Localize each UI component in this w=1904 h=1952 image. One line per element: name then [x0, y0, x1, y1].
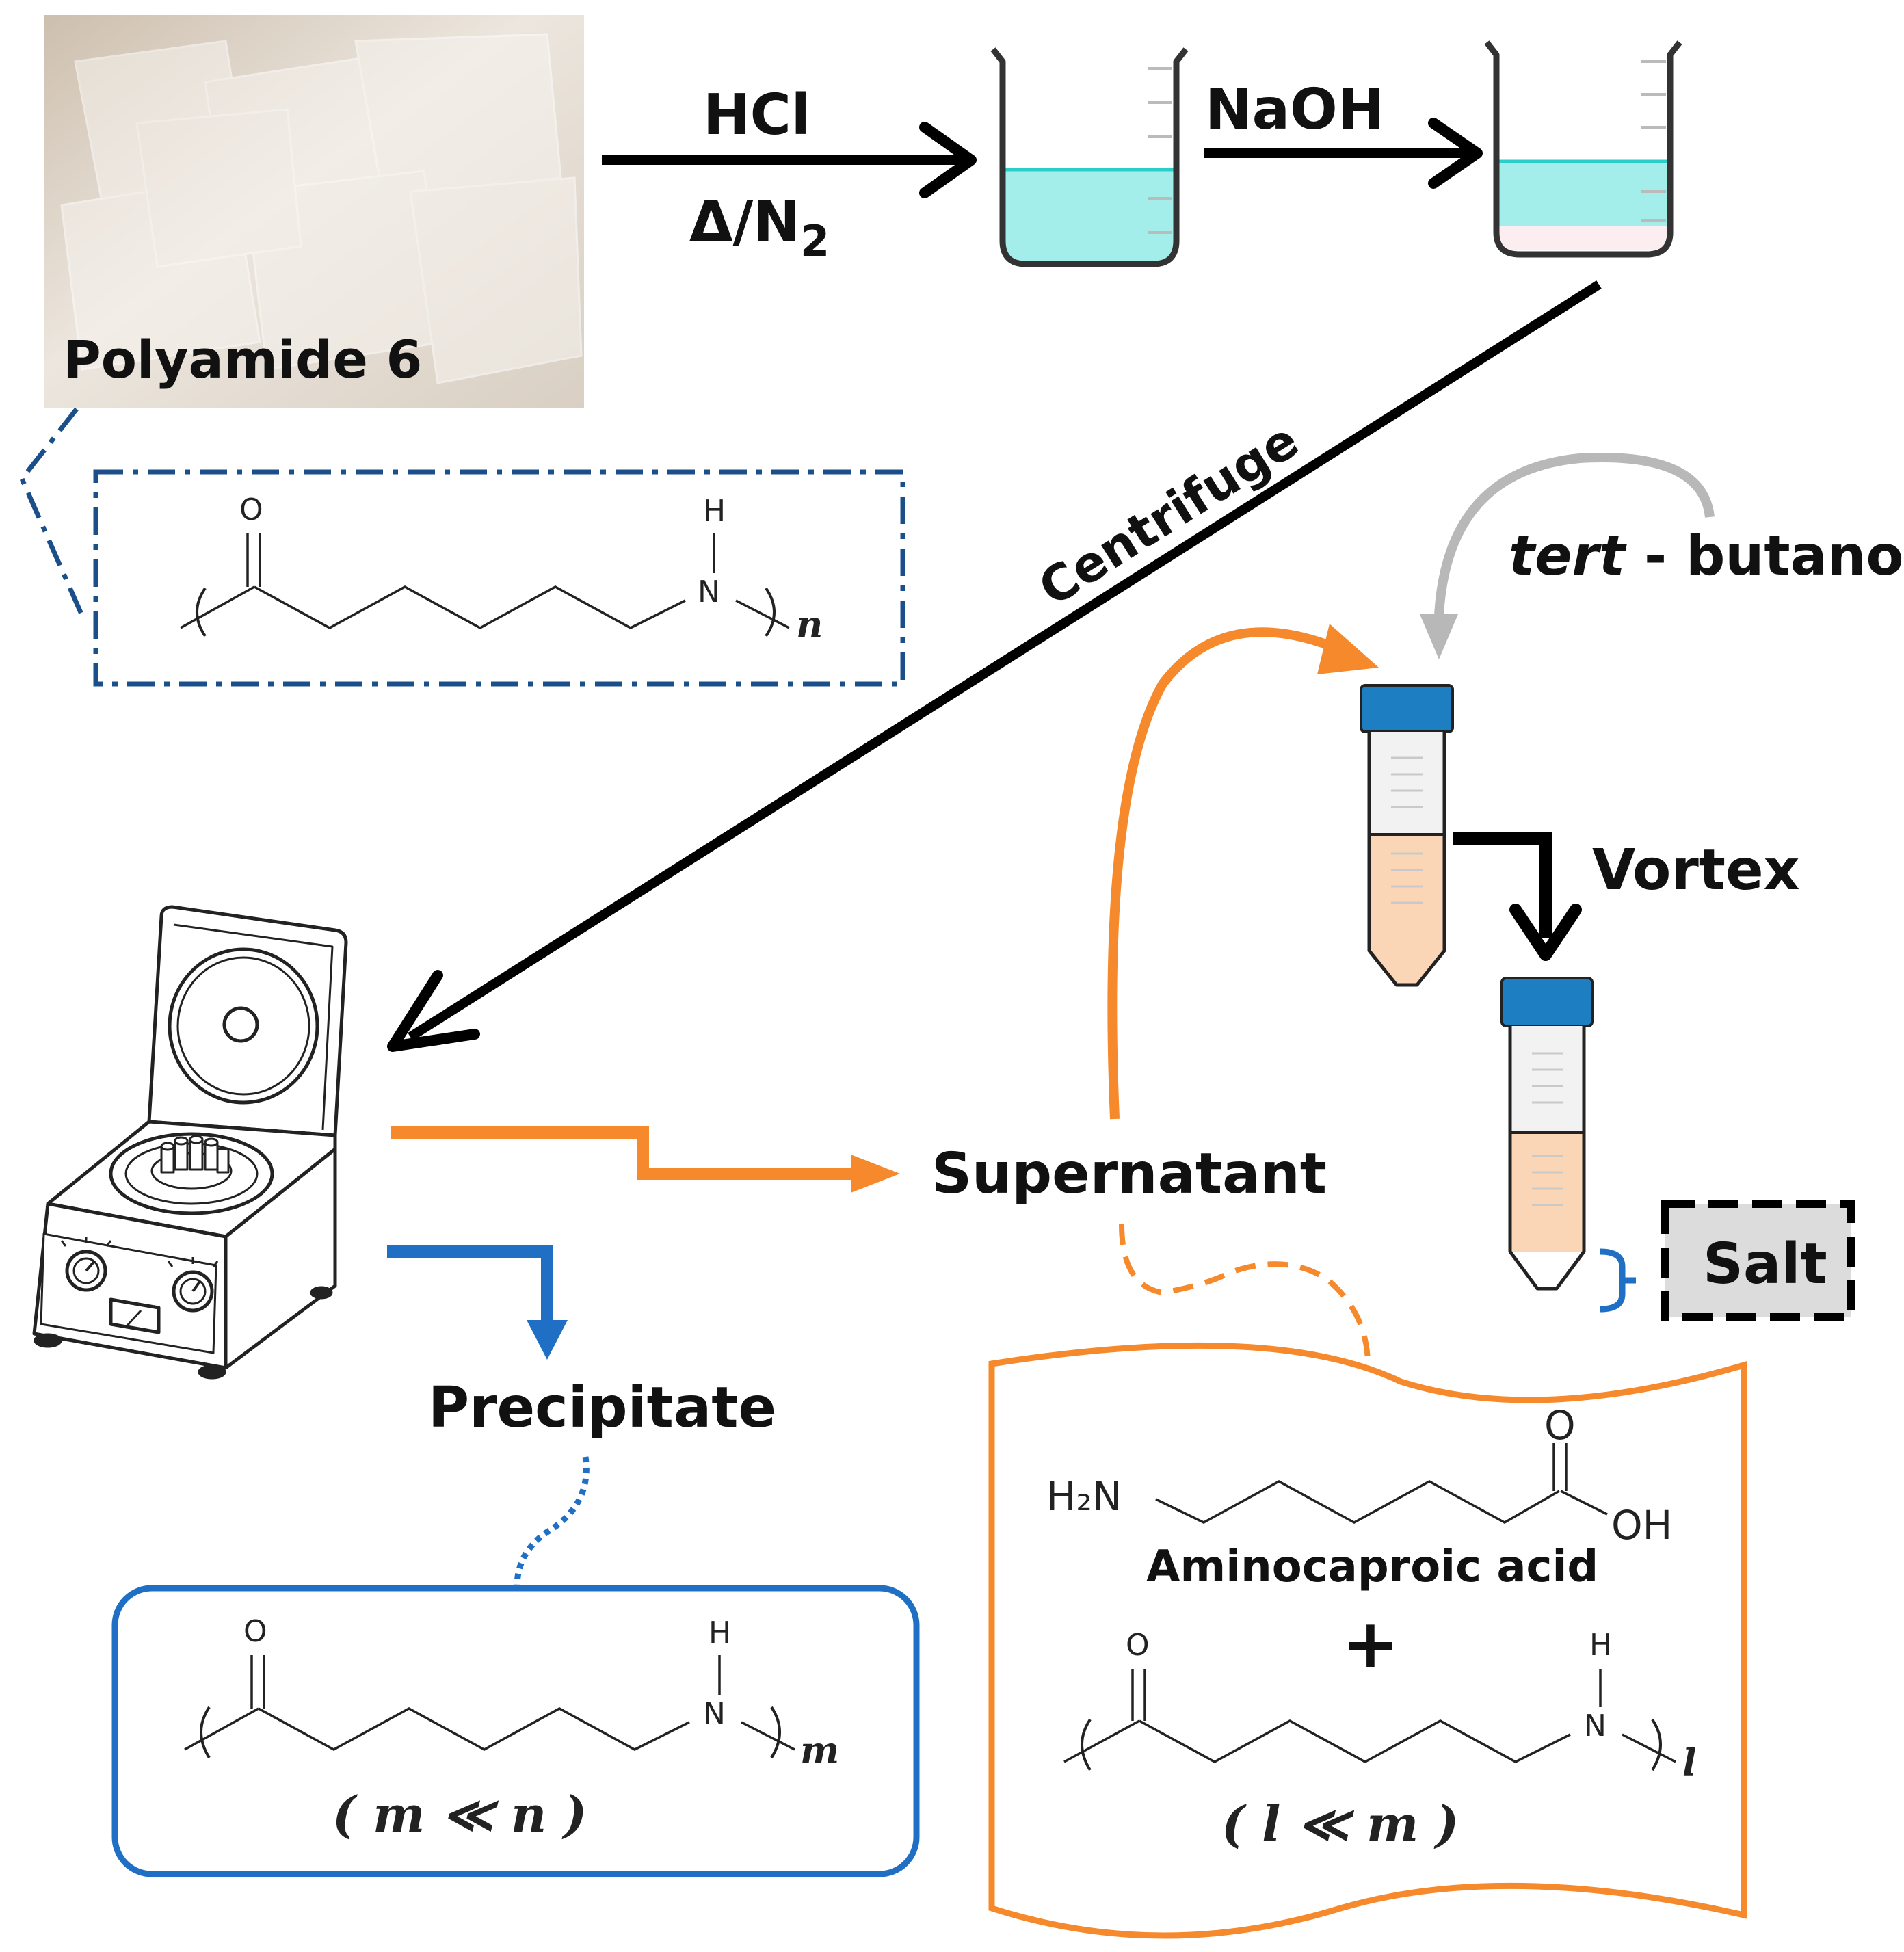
precipitate-arrow: Precipitate — [387, 1245, 776, 1440]
vortex-step: Vortex — [1453, 832, 1799, 961]
plus-sign: + — [1342, 1604, 1399, 1684]
oligo-condition: ( l ≪ m ) — [1221, 1795, 1459, 1853]
tube2-cap — [1500, 977, 1594, 1027]
acid-oh: OH — [1611, 1502, 1672, 1548]
precipitate-label: Precipitate — [428, 1375, 776, 1440]
salt-bracket — [1600, 1248, 1636, 1313]
precipitate-o: O — [243, 1614, 267, 1649]
pa6-structure: O N H n — [93, 469, 905, 687]
supernatant-contents: H₂N O OH Aminocaproic acid + O N H l ( l… — [988, 1342, 1747, 1939]
hcl-step: HCl Δ/N2 — [602, 83, 977, 266]
hcl-label: HCl — [703, 83, 810, 148]
naoh-step: NaOH — [1204, 77, 1483, 189]
oligo-h: H — [1589, 1628, 1612, 1663]
supernatant-to-tube-arrow — [1107, 624, 1379, 1120]
pa6-subscript: n — [796, 603, 823, 646]
oligo-n: N — [1584, 1709, 1606, 1743]
naoh-label: NaOH — [1205, 77, 1384, 142]
supernatant-box — [988, 1342, 1747, 1939]
heat-n2-label: Δ/N2 — [689, 189, 830, 266]
supernatant-arrow: Supernatant — [391, 1126, 1327, 1206]
tert-butanol-label: tert - butanol — [1509, 524, 1904, 588]
precipitate-box — [111, 1585, 920, 1877]
precipitate-subscript: m — [800, 1728, 839, 1772]
aminocaproic-acid-label: Aminocaproic acid — [1146, 1542, 1598, 1592]
acid-o: O — [1544, 1402, 1576, 1449]
photo-callout-lines — [18, 407, 85, 617]
oligo-subscript: l — [1682, 1741, 1697, 1784]
tube-after-vortex — [1500, 977, 1636, 1313]
centrifuge-machine — [32, 905, 348, 1380]
beaker-acid — [990, 47, 1189, 267]
pa6-o: O — [239, 492, 263, 527]
tube1-liquid — [1369, 834, 1444, 985]
tube1-cap — [1360, 684, 1454, 733]
supernatant-label: Supernatant — [931, 1142, 1327, 1206]
oligo-o: O — [1126, 1628, 1150, 1663]
precipitate-callout — [514, 1456, 590, 1587]
pa6-n: N — [698, 575, 720, 609]
h2n-label: H₂N — [1046, 1473, 1122, 1520]
polyamide-label: Polyamide 6 — [63, 329, 422, 390]
precipitate-n: N — [703, 1696, 726, 1731]
centrifuge-label: Centrifuge — [1029, 411, 1308, 617]
tert-butanol-addition: tert - butanol — [1420, 453, 1904, 659]
vortex-label: Vortex — [1592, 838, 1799, 903]
tube-before-vortex — [1360, 684, 1454, 987]
tube2-liquid — [1510, 1133, 1584, 1252]
pa6-h: H — [703, 494, 726, 529]
pa6-close-bracket — [765, 587, 776, 637]
precipitate-h: H — [709, 1615, 731, 1650]
pa6-box — [93, 469, 905, 687]
beaker-neutral-outline — [1484, 40, 1682, 258]
polyamide-photo: Polyamide 6 — [44, 15, 584, 408]
pa6-open-bracket — [196, 587, 207, 637]
salt-box: Salt — [1661, 1200, 1855, 1321]
salt-label: Salt — [1703, 1232, 1827, 1297]
beaker-acid-outline — [990, 47, 1189, 267]
precipitate-structure: O N H m ( m ≪ n ) — [111, 1585, 920, 1877]
beaker-neutral — [1484, 40, 1682, 258]
precipitate-condition: ( m ≪ n ) — [332, 1785, 587, 1843]
beaker-acid-liquid — [1003, 170, 1176, 264]
